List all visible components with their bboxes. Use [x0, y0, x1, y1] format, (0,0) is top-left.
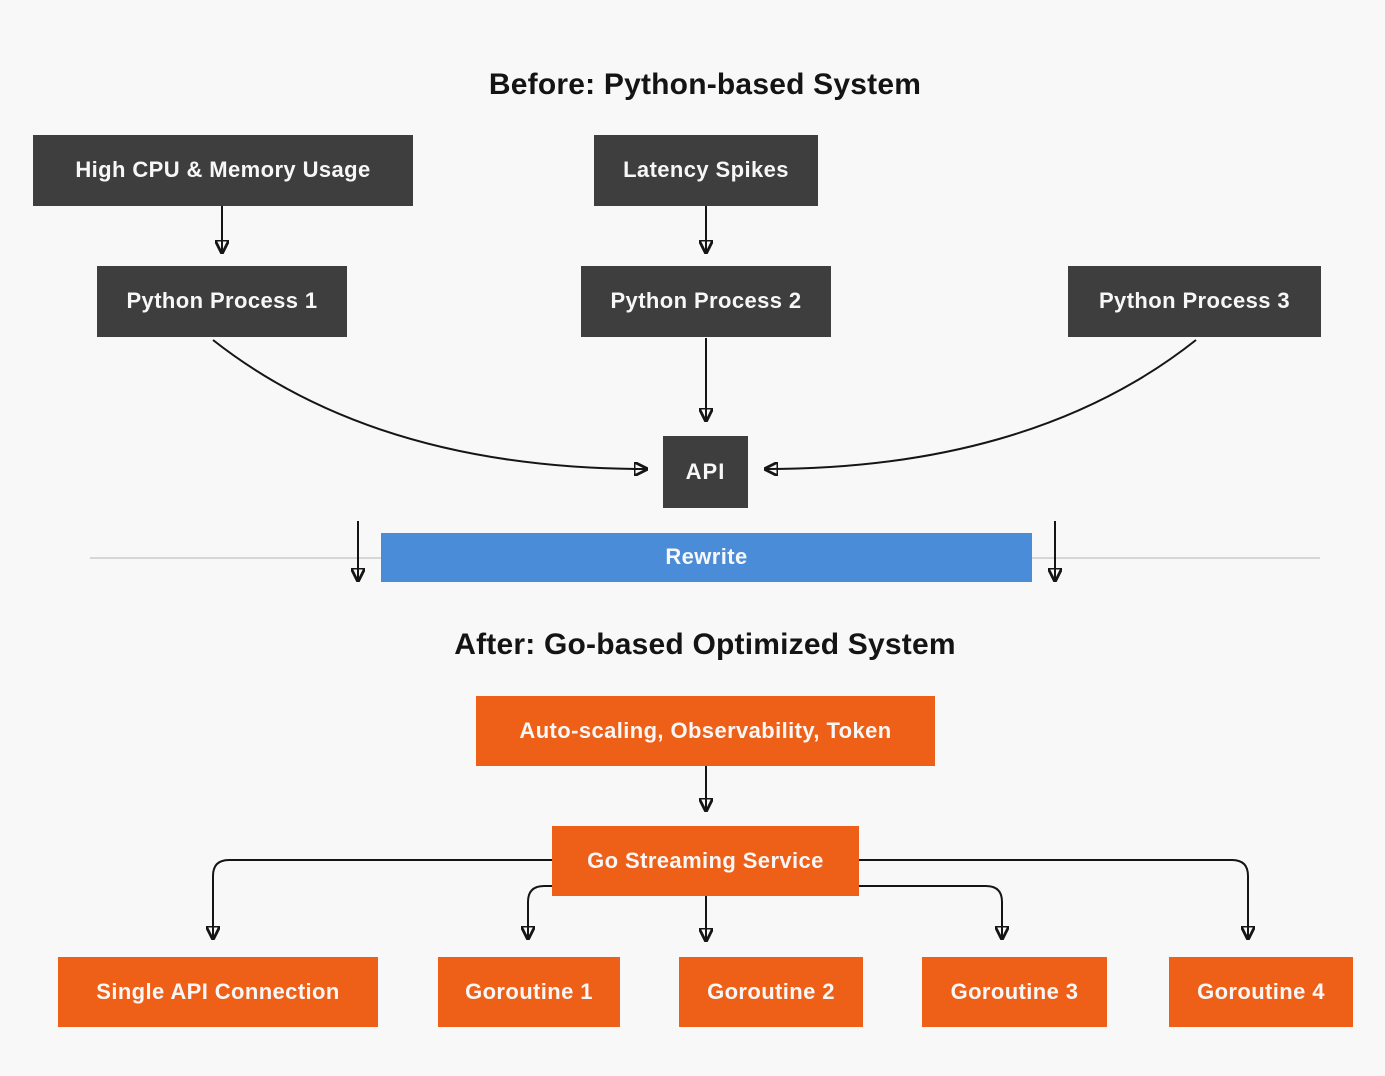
node-go-streaming-service: Go Streaming Service [552, 826, 859, 896]
before-title: Before: Python-based System [488, 68, 922, 101]
rewrite-bar: Rewrite [381, 533, 1032, 582]
node-goroutine-4: Goroutine 4 [1169, 957, 1353, 1027]
node-single-api-connection: Single API Connection [58, 957, 378, 1027]
node-goroutine-3: Goroutine 3 [922, 957, 1107, 1027]
arrow-service-to-single-api [213, 859, 552, 938]
node-goroutine-2: Goroutine 2 [679, 957, 863, 1027]
arrow-process3-to-api [766, 339, 1197, 469]
node-python-process-2: Python Process 2 [581, 266, 831, 337]
node-python-process-3: Python Process 3 [1068, 266, 1321, 337]
node-api: API [663, 436, 748, 508]
node-goroutine-1: Goroutine 1 [438, 957, 620, 1027]
node-high-cpu: High CPU & Memory Usage [33, 135, 413, 206]
node-features: Auto-scaling, Observability, Token [476, 696, 935, 766]
node-latency-spikes: Latency Spikes [594, 135, 818, 206]
arrow-service-to-goroutine3 [859, 885, 1002, 938]
arrow-service-to-goroutine4 [859, 859, 1248, 938]
node-python-process-1: Python Process 1 [97, 266, 347, 337]
arrow-process1-to-api [212, 339, 646, 469]
after-title: After: Go-based Optimized System [454, 628, 956, 661]
arrow-service-to-goroutine1 [528, 885, 552, 938]
